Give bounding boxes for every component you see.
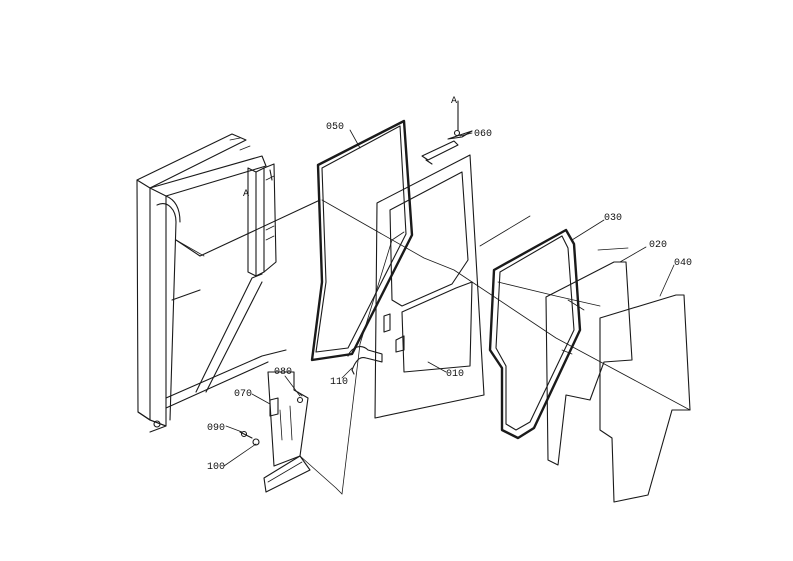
part-040-glass-pane	[599, 294, 691, 503]
part-070-bracket	[263, 371, 311, 493]
label-060: 060	[474, 129, 492, 140]
label-030: 030	[604, 213, 622, 224]
label-040: 040	[674, 258, 692, 269]
part-080-screw	[296, 391, 304, 404]
leader-lines	[223, 129, 675, 467]
part-020-glass-pane	[545, 261, 633, 466]
label-010: 010	[446, 369, 464, 380]
label-090: 090	[207, 423, 225, 434]
assembly-lines	[175, 199, 691, 495]
label-mark-a-frame: A	[243, 189, 249, 200]
part-050-door-seal	[310, 119, 414, 362]
part-060-latch-strip	[421, 100, 473, 165]
label-080: 080	[274, 367, 292, 378]
part-030-glass-seal	[488, 228, 582, 440]
label-110: 110	[330, 377, 348, 388]
label-100: 100	[207, 462, 225, 473]
part-110-handle	[347, 346, 383, 375]
label-mark-a-top: A	[451, 96, 457, 107]
cab-frame	[136, 133, 321, 433]
label-020: 020	[649, 240, 667, 251]
label-070: 070	[234, 389, 252, 400]
label-050: 050	[326, 122, 344, 133]
part-090-100-bolt-washer	[239, 430, 260, 446]
part-010-door-panel	[374, 154, 485, 419]
